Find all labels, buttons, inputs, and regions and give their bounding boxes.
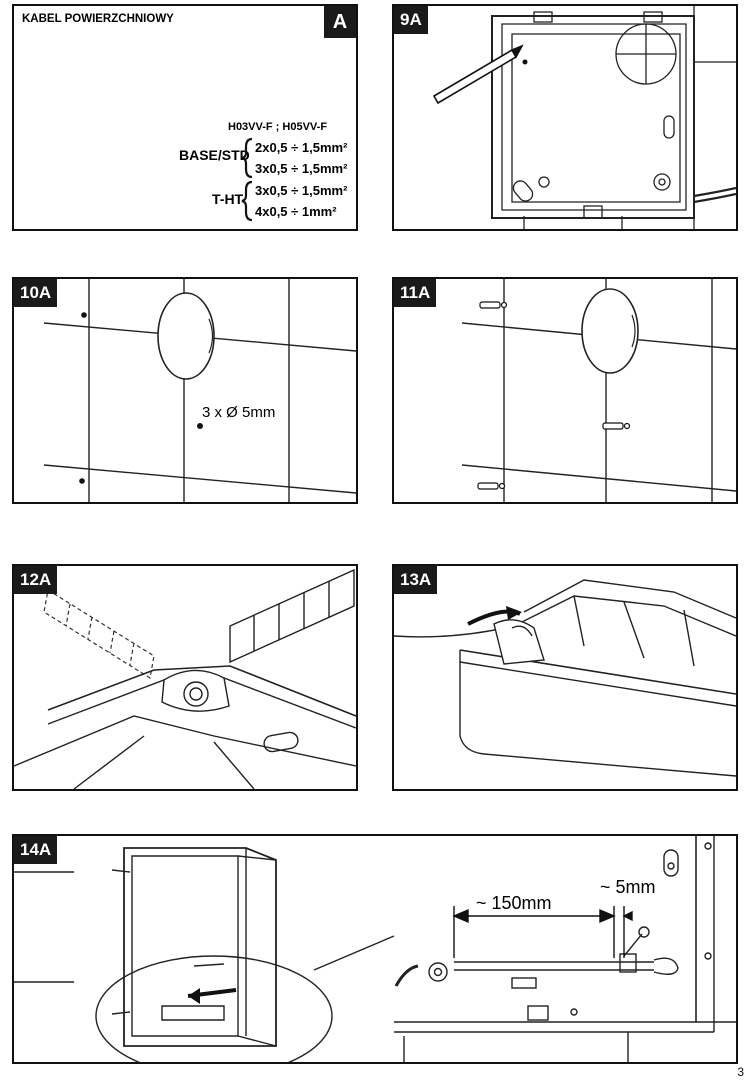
page-number: 3: [737, 1065, 744, 1079]
dimension-gap-label: ~ 5mm: [600, 877, 656, 897]
panel-tag: 10A: [14, 279, 58, 307]
panel-14a: 14A: [12, 834, 738, 1064]
wall-plug-icon: [477, 301, 631, 490]
cable-strip-illustration: ~ 150mm ~ 5mm: [14, 836, 736, 1062]
panel-12a: 12A: [12, 564, 358, 791]
spec-line: 3x0,5 ÷ 1,5mm²: [255, 183, 348, 198]
panel-13a: 13A: [392, 564, 738, 791]
spec-line: 3x0,5 ÷ 1,5mm²: [255, 161, 348, 176]
panel-10a: 10A 3 x Ø 5mm: [12, 277, 358, 504]
break-off-tabs-illustration: [14, 568, 356, 789]
arrow-icon: [506, 606, 522, 620]
panel-tag: 13A: [394, 566, 438, 594]
panel-9a: 9A: [392, 4, 738, 231]
drill-hole: [197, 423, 203, 429]
group-label-base-std: BASE/STD: [179, 147, 250, 163]
cable-types: H03VV-F ; H05VV-F: [228, 121, 327, 133]
cable-spec: KABEL POWIERZCHNIOWY H03VV-F ; H05VV-F B…: [22, 13, 348, 222]
panel-11a: 11A: [392, 277, 738, 504]
dimension-strip-label: ~ 150mm: [476, 893, 552, 913]
panel-tag: A: [324, 6, 356, 38]
spec-line: 2x0,5 ÷ 1,5mm²: [255, 140, 348, 155]
panel-tag: 12A: [14, 566, 58, 594]
panel-title: KABEL POWIERZCHNIOWY: [22, 13, 174, 25]
group-label-t-ht: T-HT: [212, 191, 244, 207]
panel-tag: 14A: [14, 836, 58, 864]
spec-line: 4x0,5 ÷ 1mm²: [255, 204, 337, 219]
hole-dimension-label: 3 x Ø 5mm: [202, 404, 275, 421]
drill-hole: [79, 478, 85, 484]
drill-holes-illustration: 3 x Ø 5mm: [43, 279, 356, 502]
wall-plugs-illustration: [461, 279, 736, 502]
dimension-strip: [452, 906, 633, 958]
panel-tag: 11A: [394, 279, 437, 307]
cable-routing-illustration: [394, 579, 736, 777]
panel-a: A KABEL POWIERZCHNIOWY H03VV-F ; H05VV-F…: [12, 4, 358, 231]
panel-tag: 9A: [394, 6, 428, 34]
arrow-icon: [188, 988, 200, 1004]
drill-hole: [81, 312, 87, 318]
box-marking-illustration: [432, 6, 736, 229]
brace-icon: [241, 137, 253, 179]
brace-icon: [241, 180, 253, 222]
